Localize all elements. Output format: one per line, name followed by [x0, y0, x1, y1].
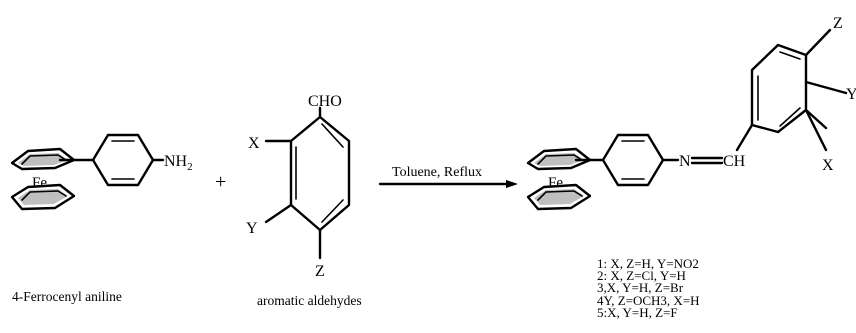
- product-z-label: Z: [833, 15, 843, 32]
- product-x-label: X: [822, 157, 834, 174]
- compound-4: 4Y, Z=OCH3, X=H: [597, 292, 700, 308]
- nh2-label: NH2: [164, 153, 193, 173]
- imine-n-label: N: [679, 153, 691, 170]
- compound-2: 2: X, Z=Cl, Y=H: [597, 268, 686, 284]
- product-phenyl-ring: N CH: [601, 123, 754, 187]
- ferrocene-1: Fe: [10, 147, 95, 211]
- aniline-ring: NH2: [91, 133, 193, 187]
- aldehyde-z-label: Z: [315, 263, 325, 280]
- compound-5: 5:X, Y=H, Z=F: [597, 304, 678, 320]
- aldehyde-ring: CHO X Y Z: [246, 93, 351, 280]
- plus-sign: +: [215, 171, 226, 193]
- product-aryl-ring: Z Y X: [750, 15, 856, 174]
- compound-1: 1: X, Z=H, Y=NO2: [597, 256, 699, 271]
- imine-ch-label: CH: [723, 153, 746, 170]
- compound-list: 1: X, Z=H, Y=NO2 2: X, Z=Cl, Y=H 3,X, Y=…: [597, 256, 700, 320]
- reactant1-name: 4-Ferrocenyl aniline: [12, 289, 122, 304]
- product-y-label: Y: [846, 86, 856, 103]
- reactant2-name: aromatic aldehydes: [257, 293, 362, 308]
- fe-label-1: Fe: [32, 175, 47, 191]
- reaction-conditions: Toluene, Reflux: [392, 165, 482, 180]
- reaction-arrow: [378, 180, 518, 188]
- cho-label: CHO: [308, 93, 342, 110]
- compound-3: 3,X, Y=H, Z=Br: [597, 280, 684, 296]
- fe-label-2: Fe: [548, 175, 563, 191]
- ferrocene-2: Fe: [526, 147, 605, 211]
- aldehyde-y-label: Y: [246, 220, 258, 237]
- aldehyde-x-label: X: [248, 135, 260, 152]
